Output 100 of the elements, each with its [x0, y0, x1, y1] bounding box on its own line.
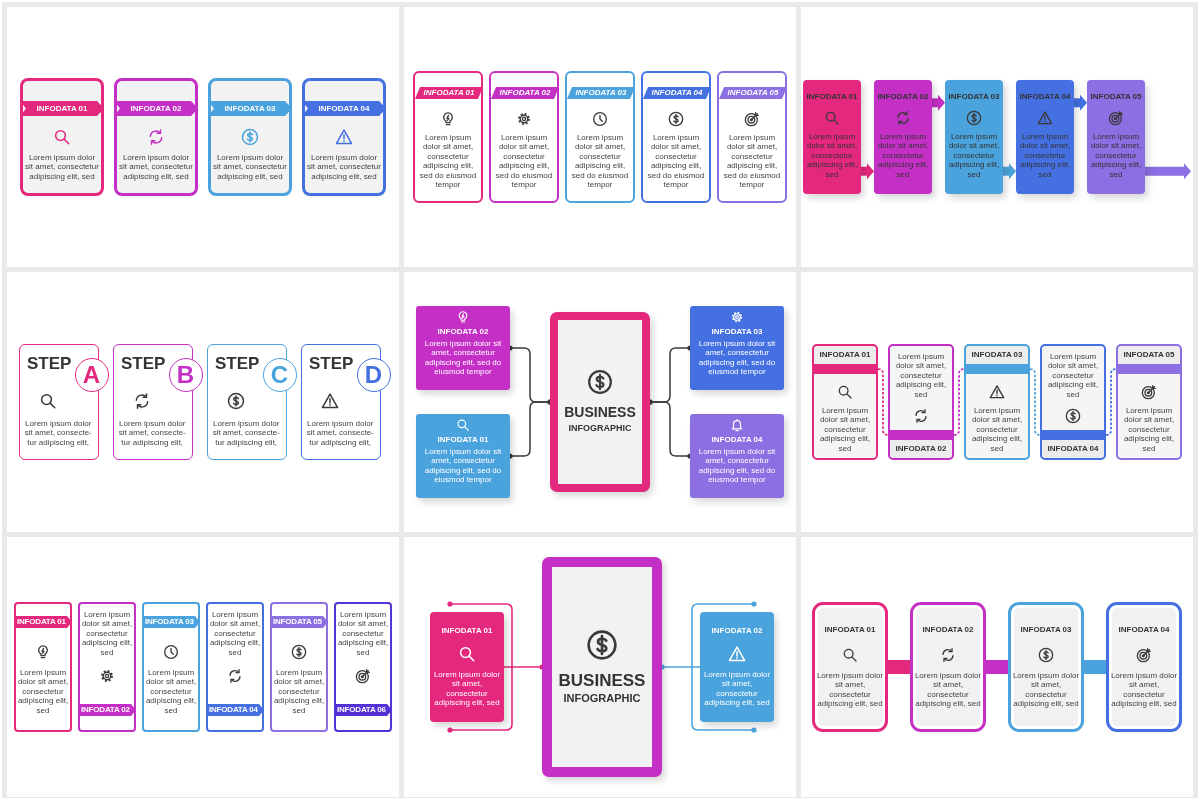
body-text: Lorem ipsum dolor sit amet, consectetur adipiscing elit, sed [816, 671, 884, 709]
card-title: INFODATA 02 [876, 92, 930, 101]
info-card [413, 71, 483, 203]
body-text: Lorem ipsum dolor sit amet, consectetur adipiscing elit, sed [81, 610, 133, 658]
ribbon-label: INFODATA 01 [20, 101, 104, 116]
body-text: Lorem ipsum dolor sit amet, consectetur adipiscing elit, sed [947, 132, 1001, 180]
info-card [78, 602, 136, 732]
info-card [803, 80, 861, 194]
body-text: Lorem ipsum dolor sit amet, consectetur adipiscing elit, sed do eiusmod tempor [494, 133, 554, 190]
body-text: Lorem ipsum dolor sit amet, consectetur adipiscing elit, sed [1110, 671, 1178, 709]
card-title: INFODATA 04 [1117, 625, 1171, 634]
ribbon-label: INFODATA 05 [270, 616, 328, 628]
ribbon-label: INFODATA 02 [491, 87, 559, 99]
ribbon-label: INFODATA 02 [114, 101, 198, 116]
info-card [416, 414, 510, 498]
step-title: STEP [309, 355, 354, 372]
card-title: INFODATA 01 [818, 350, 872, 359]
connector-bar [1084, 660, 1106, 674]
body-text: Lorem ipsum dolor sit amet, consectetur adipiscing elit, sed [970, 406, 1024, 454]
ribbon-label: INFODATA 04 [206, 704, 264, 716]
info-card [334, 602, 392, 732]
step-title: STEP [27, 355, 72, 372]
info-card [690, 414, 784, 498]
card-title: INFODATA 04 [710, 435, 764, 444]
card-title: INFODATA 03 [1019, 625, 1073, 634]
ribbon-label: INFODATA 01 [415, 87, 483, 99]
body-text: Lorem ipsum dolor sit amet, consectetur adipiscing elit, sed [337, 610, 389, 658]
body-text: Lorem ipsum dolor sit amet, consecte- tur adipiscing elit, [211, 419, 281, 448]
body-text: Lorem ipsum dolor sit amet, consectetur adipiscing elit, sed [805, 132, 859, 180]
info-card [641, 71, 711, 203]
card-title: INFODATA 02 [894, 444, 948, 453]
info-card [874, 80, 932, 194]
card-title: INFODATA 01 [823, 625, 877, 634]
body-text: Lorem ipsum dolor sit amet, consectetur adipiscing elit, sed [894, 352, 948, 400]
body-text: Lorem ipsum dolor sit amet, consectetur adipiscing elit, sed [818, 406, 872, 454]
body-text: Lorem ipsum dolor sit amet, consectetur adipiscing elit, sed [17, 668, 69, 716]
body-text: Lorem ipsum dolor sit amet, consectetur adipiscing elit, sed [1089, 132, 1143, 180]
info-card [416, 306, 510, 390]
business-title: BUSINESS [563, 404, 637, 420]
card-title: INFODATA 03 [710, 327, 764, 336]
info-card [964, 344, 1030, 460]
connector-bar [986, 660, 1008, 674]
info-card [565, 71, 635, 203]
step-card [113, 344, 193, 460]
info-card [302, 78, 386, 196]
info-card [910, 602, 986, 732]
card-title: INFODATA 05 [1089, 92, 1143, 101]
info-card [1087, 80, 1145, 194]
card-title: INFODATA 04 [1018, 92, 1072, 101]
card-title: INFODATA 01 [436, 435, 490, 444]
card-title: INFODATA 04 [1046, 444, 1100, 453]
body-text: Lorem ipsum dolor sit amet, consectetur adipiscing elit, sed do eiusmod tempor [423, 339, 503, 377]
body-text: Lorem ipsum dolor sit amet, consectetur adipiscing elit, sed do eiusmod tempor [570, 133, 630, 190]
info-card [1016, 80, 1074, 194]
connector-bar [888, 660, 910, 674]
ribbon-label: INFODATA 04 [643, 87, 711, 99]
body-text: Lorem ipsum dolor sit amet, consectetur adipiscing elit, sed do eiusmod tempor [423, 447, 503, 485]
body-text: Lorem ipsum dolor sit amet, consecte- tur adipiscing elit, [23, 419, 93, 448]
info-card [717, 71, 787, 203]
ribbon-label: INFODATA 01 [14, 616, 72, 628]
info-card [208, 78, 292, 196]
card-title: INFODATA 01 [440, 626, 494, 635]
info-card [114, 78, 198, 196]
step-card [301, 344, 381, 460]
body-text: Lorem ipsum dolor sit amet, consectetur adipiscing elit, sed [1046, 352, 1100, 400]
body-text: Lorem ipsum dolor sit amet, consecte- tur adipiscing elit, [305, 419, 375, 448]
business-title: BUSINESS [557, 671, 647, 691]
infographic-subtitle: INFOGRAPHIC [567, 423, 633, 433]
body-text: Lorem ipsum dolor sit amet, consectetur adipiscing elit, sed [209, 610, 261, 658]
ribbon-arrow [932, 94, 945, 111]
card-title: INFODATA 03 [947, 92, 1001, 101]
info-card [1008, 602, 1084, 732]
ribbon-arrow [1003, 163, 1016, 180]
info-card [270, 602, 328, 732]
body-text: Lorem ipsum dolor sit amet, consectetur adipiscing elit, sed do eiusmod tempor [418, 133, 478, 190]
card-title: INFODATA 03 [970, 350, 1024, 359]
info-card [812, 602, 888, 732]
info-card [1040, 344, 1106, 460]
ribbon-label: INFODATA 02 [78, 704, 136, 716]
center-card [550, 312, 650, 492]
info-card [20, 78, 104, 196]
ribbon-label: INFODATA 03 [208, 101, 292, 116]
ribbon-arrow [861, 163, 874, 180]
info-card [888, 344, 954, 460]
ribbon-label: INFODATA 06 [334, 704, 392, 716]
body-text: Lorem ipsum dolor sit amet, consectetur adipiscing elit, sed do eiusmod tempor [697, 447, 777, 485]
body-text: Lorem ipsum dolor sit amet, consectetur adipiscing elit, sed [702, 670, 772, 708]
body-text: Lorem ipsum dolor sit amet, consectetur adipiscing elit, sed [876, 132, 930, 180]
body-text: Lorem ipsum dolor sit amet, consectetur adipiscing elit, sed do eiusmod tempor [697, 339, 777, 377]
info-card [430, 612, 504, 722]
step-letter: A [81, 360, 102, 390]
body-text: Lorem ipsum dolor sit amet, consectetur adipiscing elit, sed do eiusmod tempor [722, 133, 782, 190]
body-text: Lorem ipsum dolor sit amet, consectetur adipiscing elit, sed do eiusmod tempor [646, 133, 706, 190]
step-title: STEP [215, 355, 260, 372]
info-card [1116, 344, 1182, 460]
body-text: Lorem ipsum dolor sit amet, consectetur adipiscing elit, sed [306, 153, 382, 182]
body-text: Lorem ipsum dolor sit amet, consecte- tur adipiscing elit, [117, 419, 187, 448]
card-title: INFODATA 02 [436, 327, 490, 336]
ribbon-label: INFODATA 04 [302, 101, 386, 116]
card-title: INFODATA 02 [710, 626, 764, 635]
